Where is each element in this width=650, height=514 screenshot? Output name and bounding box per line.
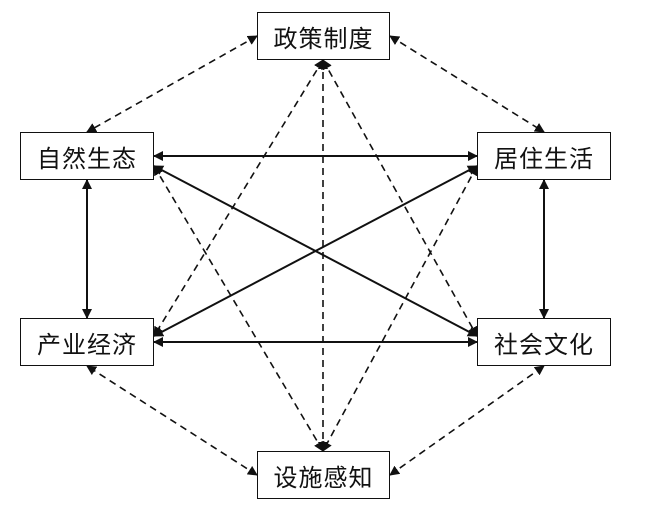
node-industrial-economy: 产业经济 <box>20 318 154 366</box>
link-living-percept <box>322 165 478 452</box>
node-natural-ecology: 自然生态 <box>20 132 154 180</box>
link-policy-nature <box>86 35 258 133</box>
link-nature-percept <box>153 165 324 452</box>
node-facility-perception: 设施感知 <box>257 451 390 499</box>
node-policy-system: 政策制度 <box>257 12 390 60</box>
node-residential-life: 居住生活 <box>477 132 611 180</box>
link-percept-economy <box>86 365 258 476</box>
link-percept-culture <box>389 365 545 476</box>
node-social-culture: 社会文化 <box>477 318 611 366</box>
link-policy-living <box>389 35 545 133</box>
link-policy-economy <box>153 59 324 337</box>
